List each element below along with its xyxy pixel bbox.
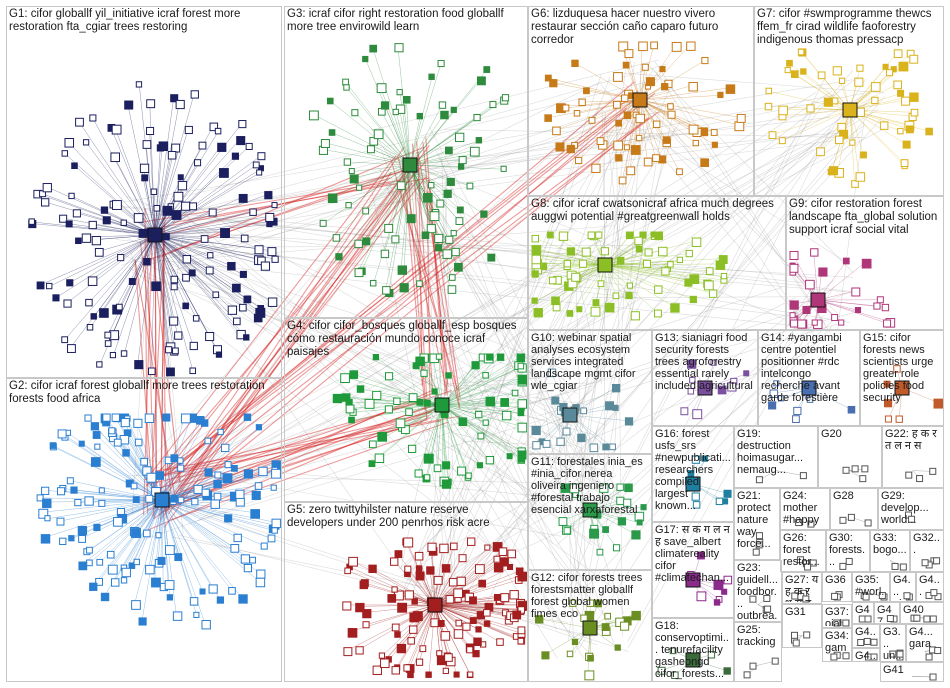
group-box-g38 [880,624,906,662]
group-box-g20 [818,426,882,488]
group-box-g23 [734,560,782,622]
group-box-g39 [906,624,944,662]
group-box-g22 [882,426,944,488]
group-box-g36 [822,572,852,602]
group-box-g17 [652,522,734,618]
group-box-g21 [734,488,780,560]
group-box-g7 [754,6,944,196]
group-box-g30 [826,530,870,572]
group-box-g32 [910,530,944,572]
group-box-g31 [782,604,822,648]
group-box-g33 [870,530,910,572]
group-box-g3 [284,6,528,318]
group-box-g2 [6,378,282,682]
group-box-g42 [916,572,944,602]
group-box-g19 [734,426,818,488]
group-box-g4 [284,318,528,502]
group-box-g8 [528,196,786,330]
group-box-g26 [780,530,826,572]
group-box-g47 [874,602,900,624]
group-box-g45 [852,624,880,648]
group-box-g11 [528,454,652,570]
group-box-g28 [830,488,878,530]
group-box-g16 [652,426,734,522]
group-box-g14 [758,330,860,426]
group-box-g1 [6,6,282,378]
group-box-g40 [900,602,944,624]
group-box-g24 [780,488,830,530]
group-box-g25 [734,622,782,682]
group-box-g18 [652,618,734,682]
group-box-g43 [890,572,916,602]
group-box-g5 [284,502,528,682]
group-box-g37 [822,604,852,628]
group-box-g10 [528,330,652,454]
group-box-g34 [822,628,852,662]
group-box-g12 [528,570,652,682]
group-box-g9 [786,196,944,330]
group-box-g35 [852,572,890,602]
group-box-g15 [860,330,944,426]
group-box-g13 [652,330,758,426]
group-box-g46 [852,648,880,662]
group-box-g27 [782,572,822,604]
group-box-g44 [852,602,874,624]
group-box-g41 [880,662,944,682]
group-box-g29 [878,488,944,530]
group-box-g6 [528,6,754,196]
